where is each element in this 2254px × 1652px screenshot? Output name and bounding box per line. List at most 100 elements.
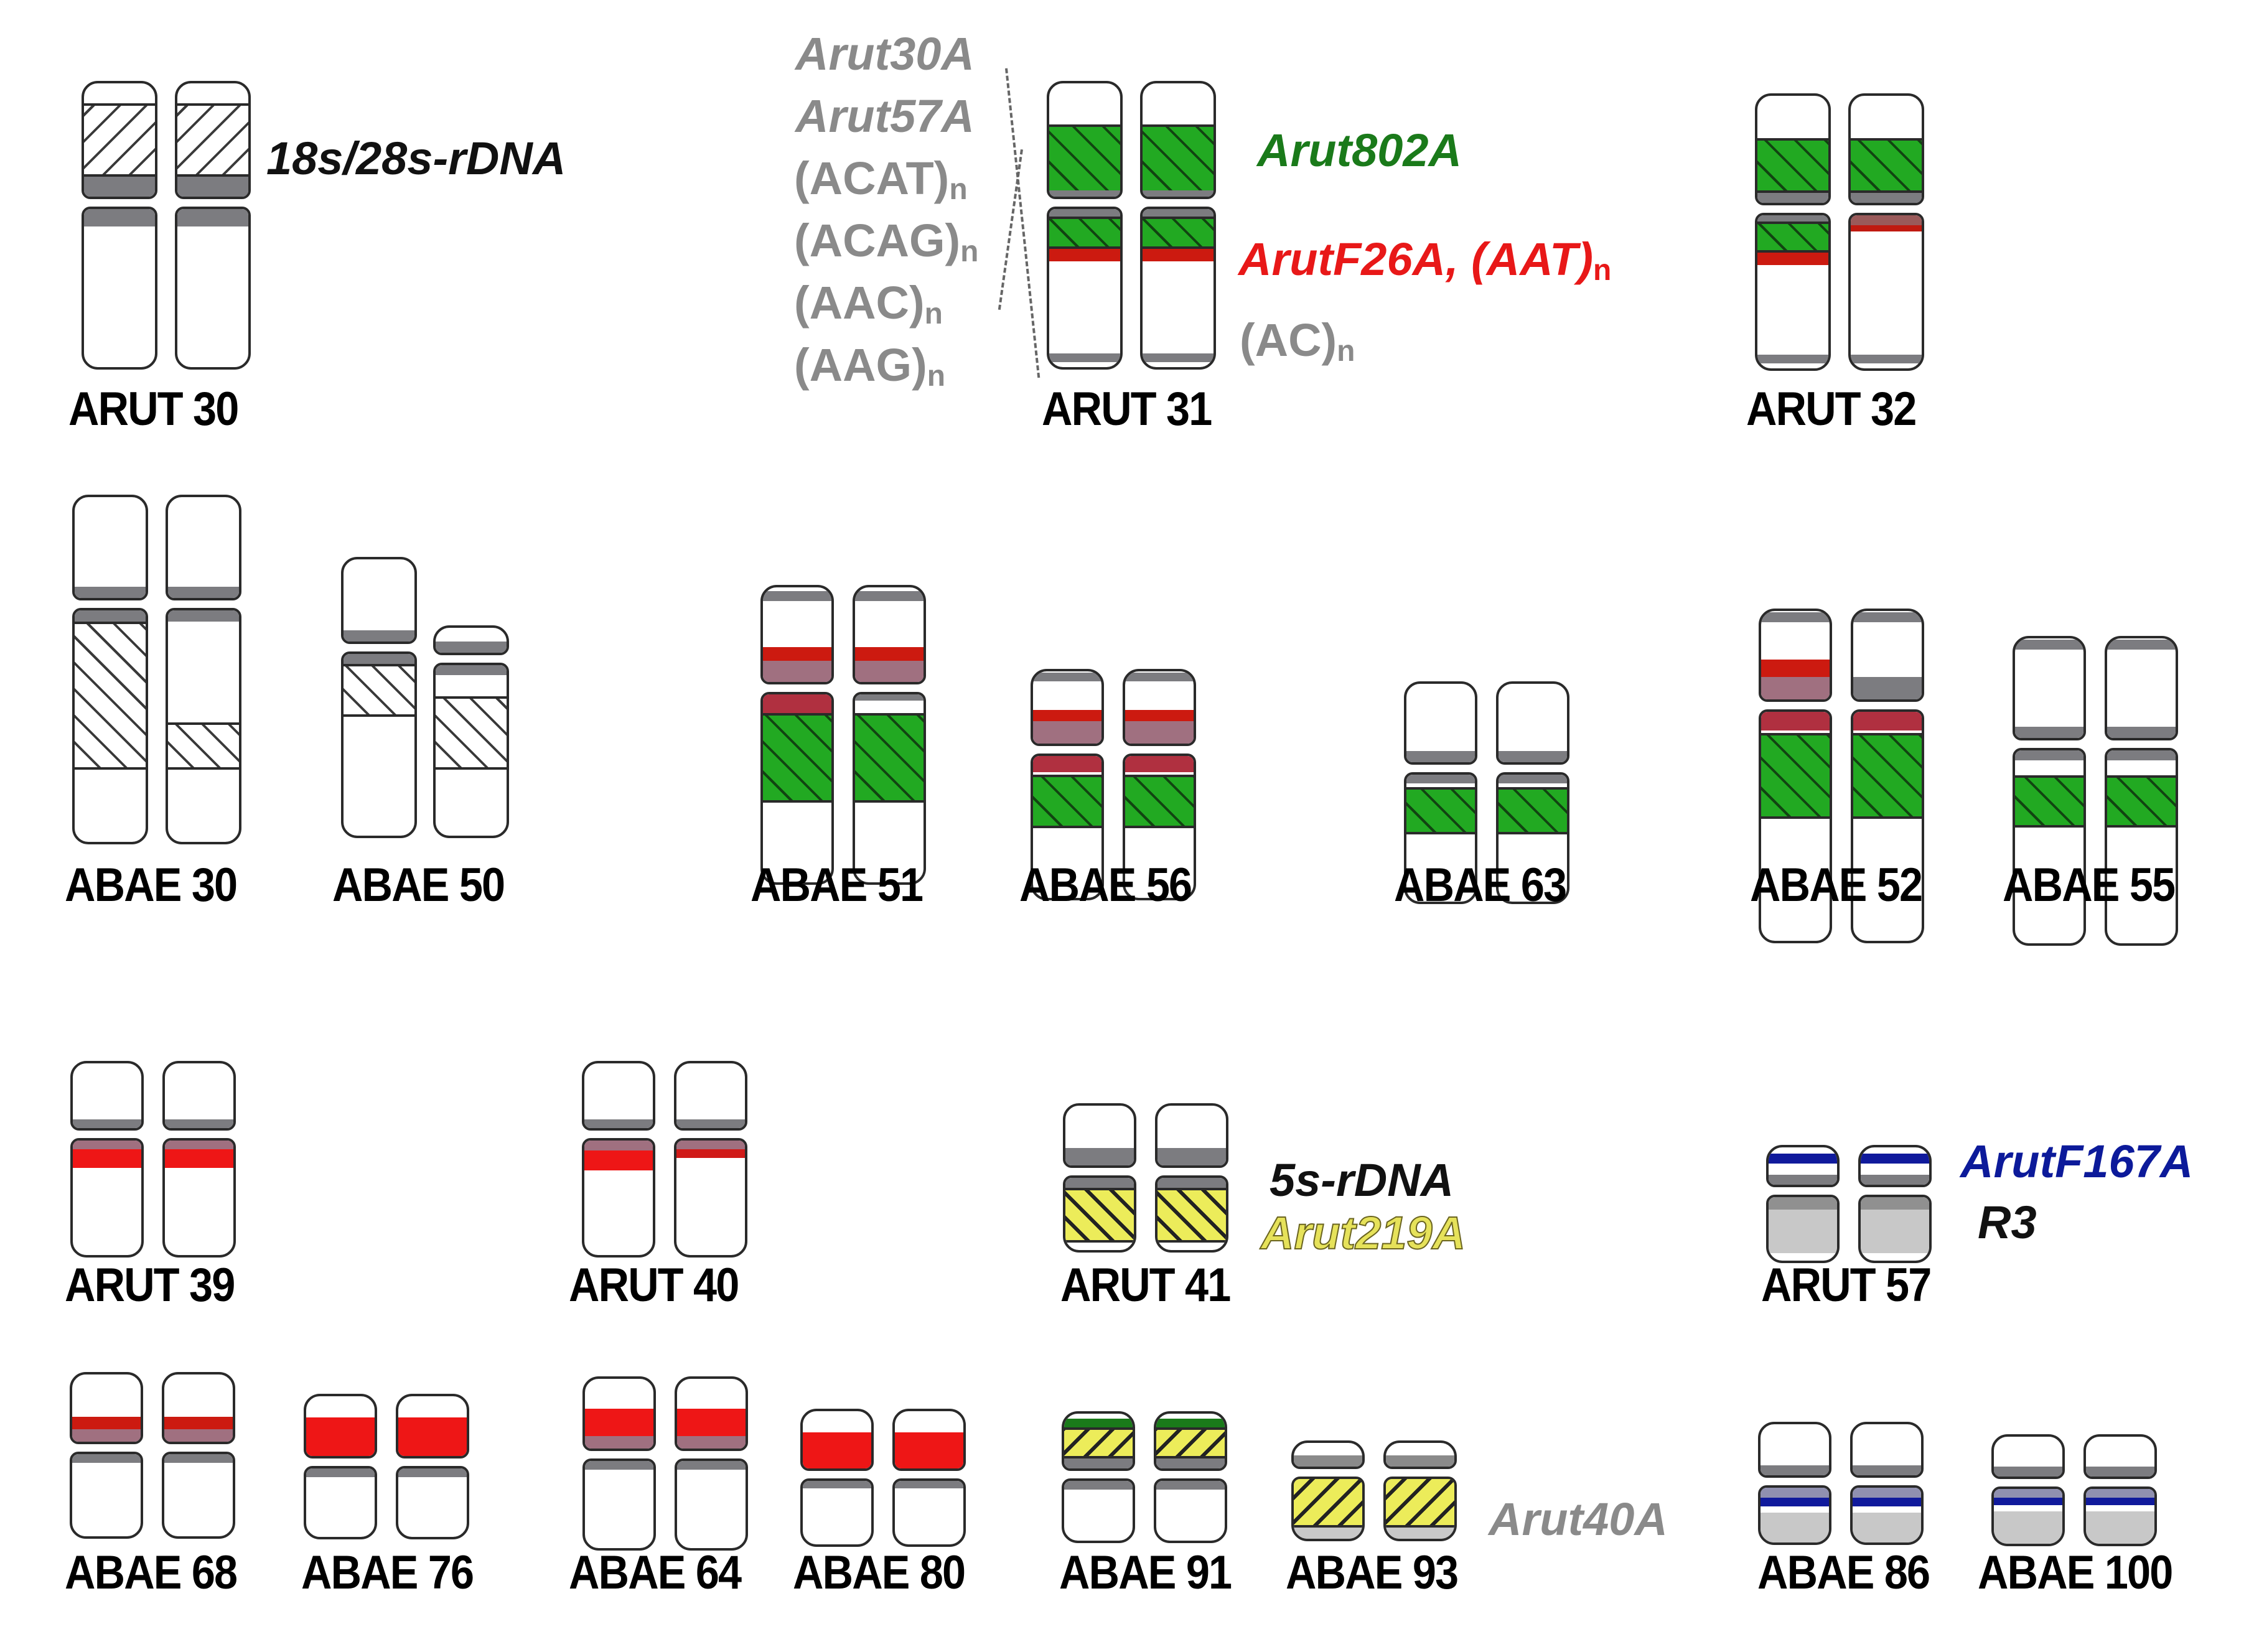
short-arm	[2013, 636, 2086, 740]
chromosome-band	[2107, 775, 2176, 828]
chromosome-band	[1156, 1481, 1225, 1490]
chromosome-band	[1761, 677, 1830, 699]
chromosome-band	[1853, 677, 1922, 699]
chromosome-homolog	[1848, 93, 1924, 371]
chromosome-homolog	[1851, 609, 1924, 943]
long-arm	[853, 692, 926, 885]
chromosome-band	[1851, 193, 1922, 203]
short-arm	[1404, 681, 1477, 765]
chromosome-band	[676, 1141, 745, 1149]
chromosome-homolog	[166, 495, 241, 844]
chromosome-band	[1294, 1528, 1362, 1539]
chromosome-label: ABAE 51	[751, 859, 924, 912]
short-arm	[162, 1061, 236, 1131]
long-arm	[70, 1452, 143, 1539]
chromosome-homolog	[175, 81, 251, 370]
chromosome-band	[177, 209, 248, 226]
long-arm	[70, 1138, 144, 1258]
chromosome-band	[1143, 124, 1214, 193]
chromosome-label: ARUT 57	[1761, 1259, 1932, 1312]
chromosome-band	[1156, 1419, 1225, 1427]
chromosome-band	[1851, 138, 1922, 193]
long-arm	[72, 608, 148, 844]
chromosome-band	[344, 664, 414, 717]
chromosome-band	[763, 591, 831, 601]
long-arm	[166, 608, 241, 844]
chromosome-homolog	[1063, 1103, 1136, 1253]
chromosome-band	[2107, 727, 2176, 738]
chromosome-band	[72, 1454, 141, 1463]
short-arm	[760, 585, 834, 684]
chromosome-label: ABAE 86	[1757, 1546, 1930, 1599]
chromosome-band	[585, 1436, 653, 1449]
chromosome-label: ABAE 80	[793, 1546, 966, 1599]
probe-subscript: n	[1337, 335, 1355, 368]
chromosome-band	[164, 1429, 233, 1442]
chromosome-label: ARUT 40	[569, 1259, 739, 1312]
probe-label: Arut802A	[1257, 128, 1462, 174]
chromosome-homolog	[1858, 1145, 1932, 1263]
probe-label: 18s/28s-rDNA	[266, 136, 566, 182]
chromosome-label: ABAE 63	[1394, 859, 1567, 912]
chromosome-homolog	[1031, 669, 1104, 900]
chromosome-band	[1406, 751, 1475, 762]
probe-name: ArutF26A, (AAT)	[1238, 233, 1594, 285]
chromosome-label: ARUT 30	[68, 383, 239, 436]
chromosome-band	[72, 1429, 141, 1442]
chromosome-band	[585, 1461, 653, 1470]
long-arm	[162, 1452, 235, 1539]
probe-name: Arut802A	[1257, 124, 1462, 176]
chromosome-homolog	[760, 585, 834, 885]
chromosome-band	[1143, 190, 1214, 197]
short-arm	[1154, 1411, 1227, 1471]
long-arm	[162, 1138, 236, 1258]
chromosome-band	[1853, 1513, 1921, 1542]
long-arm	[1062, 1478, 1135, 1543]
chromosome-band	[1994, 1467, 2062, 1477]
chromosome-band	[1757, 215, 1828, 222]
chromosome-homolog	[2083, 1434, 2157, 1546]
chromosome-band	[2086, 1498, 2154, 1505]
chromosome-band	[1757, 355, 1828, 363]
chromosome-band	[1851, 355, 1922, 363]
short-arm	[166, 495, 241, 600]
chromosome-band	[306, 1468, 375, 1477]
chromosome-band	[75, 610, 146, 622]
probe-subscript: n	[949, 173, 968, 206]
chromosome-band	[1143, 217, 1214, 249]
chromosome-band	[398, 1417, 467, 1456]
chromosome-band	[2015, 640, 2083, 650]
chromosome-band	[855, 591, 924, 601]
chromosome-band	[1157, 1188, 1226, 1243]
chromosome-band	[1851, 215, 1922, 228]
chromosome-band	[855, 713, 924, 803]
long-arm	[304, 1466, 377, 1539]
chromosome-homolog	[1123, 669, 1196, 900]
chromosome-band	[177, 103, 248, 177]
short-arm	[1991, 1434, 2065, 1479]
probe-subscript: n	[960, 235, 979, 268]
chromosome-band	[177, 177, 248, 197]
chromosome-band	[1033, 673, 1101, 681]
chromosome-band	[1994, 1498, 2062, 1505]
chromosome-band	[676, 1149, 745, 1158]
short-arm	[1758, 1422, 1831, 1478]
short-arm	[800, 1409, 874, 1471]
chromosome-band	[72, 1417, 141, 1429]
chromosome-band	[676, 1119, 745, 1128]
chromosome-band	[1049, 190, 1120, 197]
chromosome-label: ARUT 32	[1746, 383, 1917, 436]
probe-name: 5s-rDNA	[1270, 1154, 1454, 1206]
chromosome-homolog	[1496, 681, 1569, 904]
probe-name: ArutF167A	[1960, 1136, 2194, 1187]
short-arm	[341, 557, 417, 644]
probe-name: 18s/28s-rDNA	[266, 133, 566, 184]
chromosome-band	[1851, 225, 1922, 231]
chromosome-band	[1994, 1489, 2062, 1498]
probe-label: R3	[1978, 1200, 2037, 1246]
chromosome-band	[2015, 775, 2083, 828]
probe-label: (ACAT)n	[794, 156, 968, 205]
probe-name: Arut40A	[1489, 1493, 1668, 1545]
chromosome-homolog	[1758, 1422, 1831, 1545]
chromosome-homolog	[70, 1061, 144, 1258]
